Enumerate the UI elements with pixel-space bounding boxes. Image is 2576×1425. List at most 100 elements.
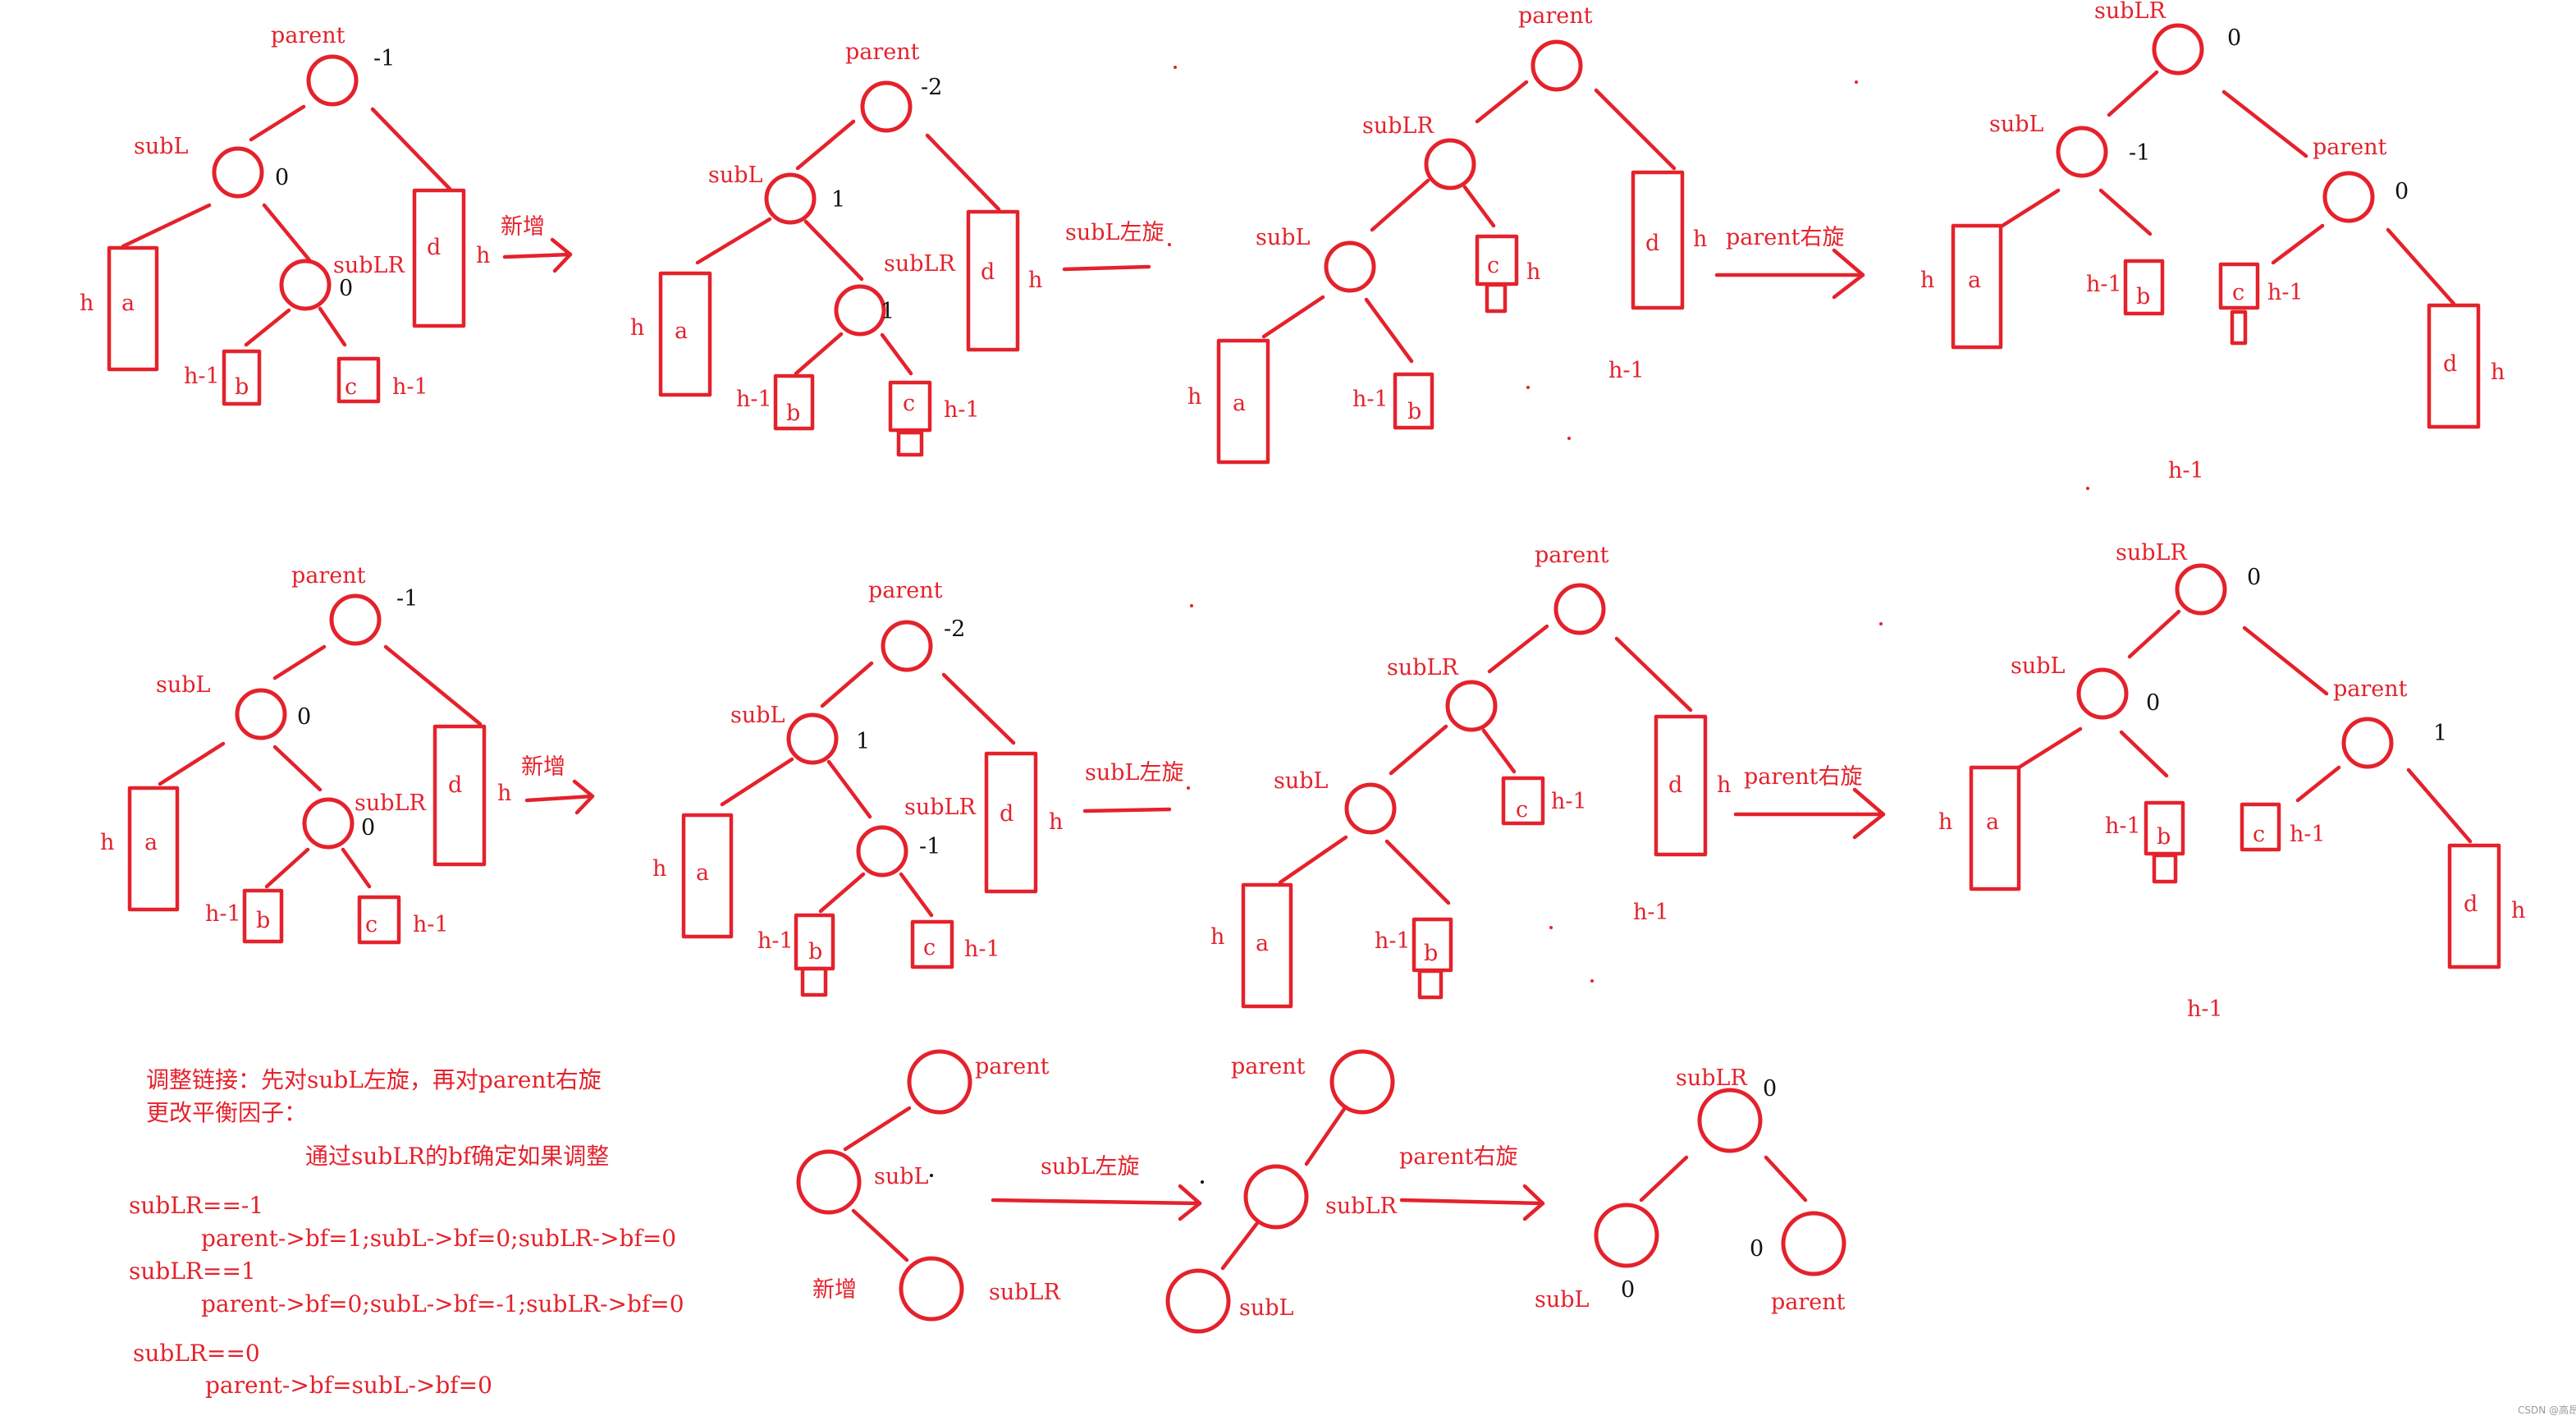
subL-node	[764, 172, 817, 225]
b-label: b	[2136, 284, 2150, 309]
b-height: h-1	[205, 901, 241, 927]
subtree-d	[966, 209, 1020, 352]
subtree-c	[2218, 262, 2260, 310]
arrow-label-add: 新增	[501, 214, 545, 240]
subL-label: subL	[1256, 225, 1311, 250]
subtree-a	[658, 271, 712, 397]
parent-node	[881, 620, 933, 672]
parent-node	[860, 80, 913, 133]
subLR-node	[899, 1256, 964, 1322]
d-label: d	[2443, 351, 2457, 377]
subLR-label: subLR	[2116, 540, 2187, 566]
subLR-label: subLR	[1676, 1065, 1747, 1091]
subLR-node	[834, 284, 886, 337]
d-label: d	[1645, 231, 1659, 256]
parent-node	[907, 1049, 972, 1115]
subL-label: subL	[1239, 1295, 1294, 1321]
row3-panel1: parent subL subLR 新增	[796, 1049, 1060, 1322]
a-label: a	[675, 318, 688, 344]
subtree-d	[1631, 170, 1685, 310]
c-label: c	[1487, 253, 1499, 278]
subtree-d	[984, 751, 1038, 894]
arrow-label-parent-rotate-right: parent右旋	[1399, 1144, 1518, 1170]
c-height: h-1	[392, 374, 428, 400]
subL-label: subL	[1274, 768, 1329, 794]
subLR-label: subLR	[1325, 1194, 1397, 1219]
parent-node	[1531, 39, 1583, 92]
b-height: h-1	[2086, 272, 2122, 297]
subtree-c	[910, 919, 954, 969]
c-height: h-1	[964, 937, 1000, 962]
c-height: h-1	[1551, 789, 1587, 814]
row2-panel1-before-insert: parent subL subLR -1 0 0 a h d h b h-1 c…	[100, 563, 511, 945]
c-label: c	[365, 912, 377, 937]
note-line2: 更改平衡因子：	[146, 1099, 307, 1126]
subtree-a	[1216, 338, 1270, 465]
parent-label: parent	[1771, 1290, 1846, 1315]
b-label: b	[786, 401, 800, 426]
a-height: h	[652, 856, 666, 882]
row1-panel4-balanced: subLR subL parent 0 -1 0 a h b h-1 c h-1…	[1920, 0, 2505, 490]
subtree-a	[1969, 765, 2021, 891]
new-node-box	[896, 430, 924, 457]
a-label: a	[144, 830, 158, 855]
row2-panel4-balanced: subLR subL parent 0 0 1 a h b h-1 c h-1 …	[1938, 540, 2525, 1022]
row2-arrow-insert: 新增	[521, 754, 595, 815]
row1-panel2-after-insert: parent subL subLR -2 1 1 a h d h b h-1 c…	[630, 39, 1042, 457]
row3-arrow-subL-rotate-left: subL左旋	[991, 1154, 1204, 1221]
case3-condition: subLR==0	[133, 1340, 260, 1367]
subLR-node	[1424, 138, 1476, 190]
subtree-c	[336, 356, 381, 404]
b-label: b	[2157, 824, 2171, 850]
parent-bf: -1	[396, 586, 418, 612]
subLR-node	[1445, 680, 1498, 732]
subLR-label: subLR	[904, 795, 976, 820]
subLR-node	[302, 797, 355, 850]
arrow-label-add: 新增	[521, 754, 565, 780]
b-label: b	[808, 939, 822, 965]
b-label: b	[256, 908, 270, 933]
a-label: a	[1968, 268, 1981, 293]
subtree-b	[2123, 259, 2165, 316]
b-label: b	[235, 374, 249, 400]
c-label: c	[903, 391, 915, 416]
parent-label: parent	[845, 39, 920, 65]
parent-label: parent	[1535, 543, 1609, 568]
arrow-label-subL-rotate-left: subL左旋	[1041, 1154, 1139, 1180]
subLR-label: subLR	[884, 251, 955, 277]
subtree-c	[888, 380, 932, 433]
subL-node	[1165, 1268, 1231, 1334]
subtree-d	[1654, 714, 1708, 857]
subL-node	[1324, 241, 1376, 293]
row2-arrow-parent-rotate-right: parent右旋	[1733, 622, 1886, 840]
a-label: a	[1233, 391, 1246, 416]
c-height: h-1	[2290, 822, 2326, 847]
a-height: h	[1938, 809, 1952, 835]
parent-bf: -2	[944, 616, 965, 642]
subL-node	[786, 712, 839, 765]
c-height: h-1	[413, 912, 449, 937]
subLR-bf: 0	[1763, 1076, 1777, 1102]
subL-node	[212, 146, 264, 199]
subL-node	[1594, 1203, 1659, 1268]
subL-label: subL	[156, 672, 211, 698]
a-label: a	[1256, 931, 1269, 956]
c-height: h	[1526, 259, 1540, 285]
a-height: h	[1920, 268, 1934, 293]
parent-label: parent	[1518, 3, 1593, 29]
subLR-node	[1697, 1088, 1763, 1153]
b-height: h-1	[1352, 387, 1389, 412]
subLR-bf: -1	[919, 834, 940, 859]
subtree-b	[1393, 372, 1434, 430]
subtree-b	[773, 373, 815, 431]
b-height: h-1	[757, 928, 794, 954]
parent-node	[306, 54, 359, 107]
d-height: h	[1028, 268, 1042, 293]
row2-arrow-subL-rotate-left: subL左旋	[1082, 604, 1193, 813]
row3-arrow-parent-rotate-right: parent右旋	[1399, 1144, 1545, 1221]
d-label: d	[427, 235, 441, 260]
subL-bf: 1	[831, 187, 845, 213]
subLR-bf: 0	[361, 815, 375, 841]
case1-condition: subLR==-1	[129, 1192, 263, 1219]
d-height: h	[497, 781, 511, 806]
